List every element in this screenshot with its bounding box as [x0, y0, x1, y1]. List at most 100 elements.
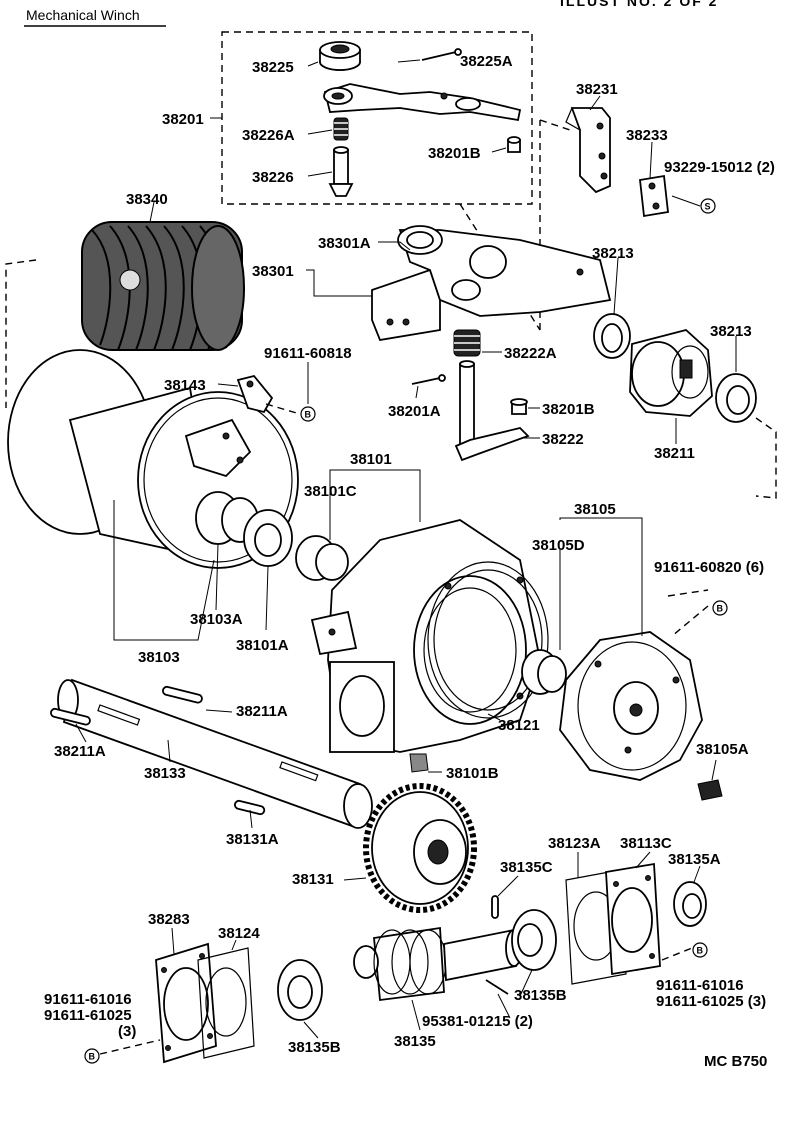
part-38113C-cover: [605, 862, 661, 976]
label-91611-60820: 91611-60820 (6): [654, 559, 764, 576]
label-38135: 38135: [394, 1033, 436, 1050]
part-38105A-plug: [697, 779, 723, 801]
label-38211A-b: 38211A: [54, 743, 106, 760]
part-38135C-pin: [491, 895, 499, 919]
part-38135B-bearing-right: [511, 909, 557, 971]
part-38233-plate: [639, 174, 669, 218]
label-38143: 38143: [164, 377, 206, 394]
label-38121: 38121: [498, 717, 540, 734]
label-38222A: 38222A: [504, 345, 557, 362]
part-38103-drum: [7, 349, 299, 569]
leader-lines: [75, 59, 737, 1039]
label-38301A: 38301A: [318, 235, 371, 252]
part-38225-knob: [319, 41, 361, 71]
label-38124: 38124: [218, 925, 260, 942]
label-38135A: 38135A: [668, 851, 721, 868]
label-38101A: 38101A: [236, 637, 289, 654]
diagram-title: Mechanical Winch: [26, 7, 140, 23]
label-38211A-a: 38211A: [236, 703, 288, 720]
label-38135B-b: 38135B: [514, 987, 567, 1004]
part-38131-gear: [363, 783, 477, 913]
part-38211A-key-a: [162, 685, 203, 704]
callout-b-text-3: B: [697, 946, 704, 956]
part-38105D-bushing: [521, 649, 567, 695]
label-38225: 38225: [252, 59, 294, 76]
part-38201-lever: [323, 83, 522, 122]
label-38123A: 38123A: [548, 835, 601, 852]
label-38233: 38233: [626, 127, 668, 144]
part-38226A-spring: [333, 117, 349, 141]
label-38133: 38133: [144, 765, 186, 782]
label-38105: 38105: [574, 501, 616, 518]
part-38211A-key-b: [50, 707, 91, 726]
label-38103A: 38103A: [190, 611, 243, 628]
part-38135B-bearing-left: [277, 959, 323, 1021]
label-91611-60818: 91611-60818: [264, 345, 352, 362]
part-38124-gasket: [197, 947, 255, 1059]
callout-b-text-4: B: [89, 1052, 96, 1062]
label-38201A: 38201A: [388, 403, 441, 420]
part-95381-pin: [485, 979, 509, 995]
label-38101: 38101: [350, 451, 392, 468]
page-reference: ILLUST NO. 2 OF 2: [560, 0, 718, 9]
callout-s-text: S: [705, 202, 711, 212]
part-38213-bearing-right: [715, 373, 757, 423]
part-38301-housing: [371, 225, 612, 342]
callout-b-circle-2: B: [712, 600, 728, 616]
part-labels: 38225 38225A 38201 38226A 38201B 38226 3…: [44, 53, 775, 1056]
part-38101C-bushing: [295, 535, 349, 581]
label-38283: 38283: [148, 911, 190, 928]
label-38340: 38340: [126, 191, 168, 208]
label-38101C: 38101C: [304, 483, 357, 500]
diagram-code: MC B750: [704, 1053, 767, 1070]
label-38135B-a: 38135B: [288, 1039, 341, 1056]
label-91611-61025-b: 91611-61025 (3): [656, 993, 766, 1010]
label-38226: 38226: [252, 169, 294, 186]
callout-dashes: [99, 403, 693, 1055]
label-38105A: 38105A: [696, 741, 749, 758]
part-38231-bracket: [565, 107, 611, 194]
label-38201: 38201: [162, 111, 204, 128]
label-38231: 38231: [576, 81, 618, 98]
label-38135C: 38135C: [500, 859, 553, 876]
label-38201B: 38201B: [542, 401, 595, 418]
part-38121-gasket: [427, 561, 549, 719]
part-38283-cover: [155, 942, 217, 1064]
label-91611-61025-a: 91611-61025: [44, 1007, 132, 1024]
label-qty-3-a: (3): [118, 1023, 136, 1040]
label-38103: 38103: [138, 649, 180, 666]
part-38101B-plug: [409, 753, 429, 773]
part-38226-plunger: [328, 146, 354, 197]
label-38101B: 38101B: [446, 765, 499, 782]
part-38131A-key: [234, 799, 266, 816]
cover-dash2: [671, 605, 709, 637]
label-38222: 38222: [542, 431, 584, 448]
part-38105-cover: [559, 631, 703, 781]
part-38135A-seal: [673, 881, 707, 927]
part-38211-clutch: [629, 329, 713, 417]
label-38201B-top: 38201B: [428, 145, 481, 162]
label-91611-61016-a: 91611-61016: [44, 991, 132, 1008]
cover-dash: [667, 589, 709, 597]
part-38101A-bearing: [243, 509, 293, 567]
label-38131A: 38131A: [226, 831, 279, 848]
part-38213-bearing-left: [593, 313, 631, 359]
label-93229: 93229-15012 (2): [664, 159, 775, 176]
label-38211: 38211: [654, 445, 695, 462]
label-95381: 95381-01215 (2): [422, 1013, 533, 1030]
label-38113C: 38113C: [620, 835, 672, 852]
part-38222A-spring: [453, 329, 481, 357]
label-38301: 38301: [252, 263, 294, 280]
part-38222-shaft: [454, 360, 530, 462]
part-38133-shaft: [57, 678, 373, 829]
callout-b-circle-3: B: [692, 942, 708, 958]
label-38131: 38131: [292, 871, 334, 888]
clutch-dash: [755, 417, 777, 499]
part-38201B-plug: [510, 398, 528, 415]
part-38201A-pin: [411, 374, 446, 385]
part-38225A-pin: [421, 48, 462, 61]
label-38225A: 38225A: [460, 53, 513, 70]
callout-b-text-2: B: [717, 604, 724, 614]
callout-s-circle: S: [700, 198, 716, 214]
